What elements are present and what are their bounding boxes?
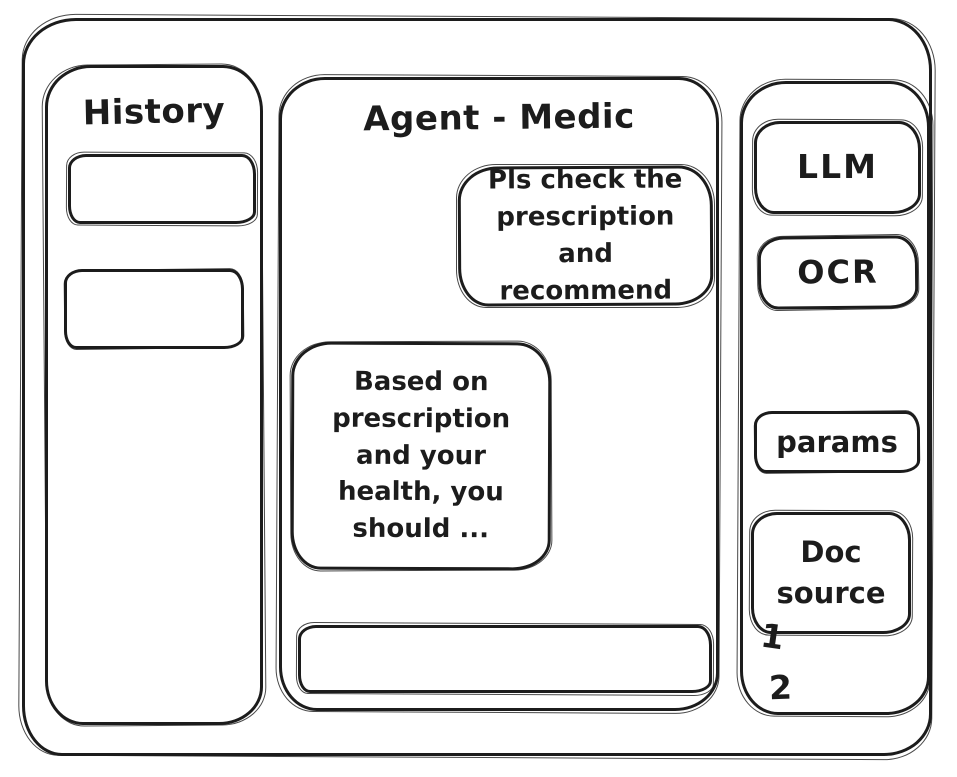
user-message-bubble: Pls check the prescription and recommend: [457, 165, 714, 307]
history-item-1[interactable]: [68, 154, 256, 224]
annotation-1: 1: [758, 615, 787, 658]
history-title: History: [82, 90, 226, 134]
tool-doc-source-button[interactable]: Doc source: [751, 512, 911, 634]
tools-panel: LLM OCR params Doc source 1 2: [740, 81, 930, 715]
message-input-box: [298, 625, 712, 693]
tool-params-button[interactable]: params: [754, 411, 920, 473]
chat-title: Agent - Medic: [363, 96, 635, 140]
history-panel: History: [45, 65, 263, 725]
history-item-2[interactable]: [64, 269, 244, 349]
annotation-2: 2: [768, 667, 793, 708]
tool-ocr-button[interactable]: OCR: [757, 235, 919, 310]
tool-llm-button[interactable]: LLM: [754, 121, 921, 214]
app-frame: History Agent - Medic Pls check the pres…: [22, 18, 932, 756]
chat-panel: Agent - Medic Pls check the prescription…: [279, 77, 719, 711]
message-input[interactable]: [301, 628, 709, 690]
assistant-message-bubble: Based on prescription and your health, y…: [290, 341, 552, 571]
